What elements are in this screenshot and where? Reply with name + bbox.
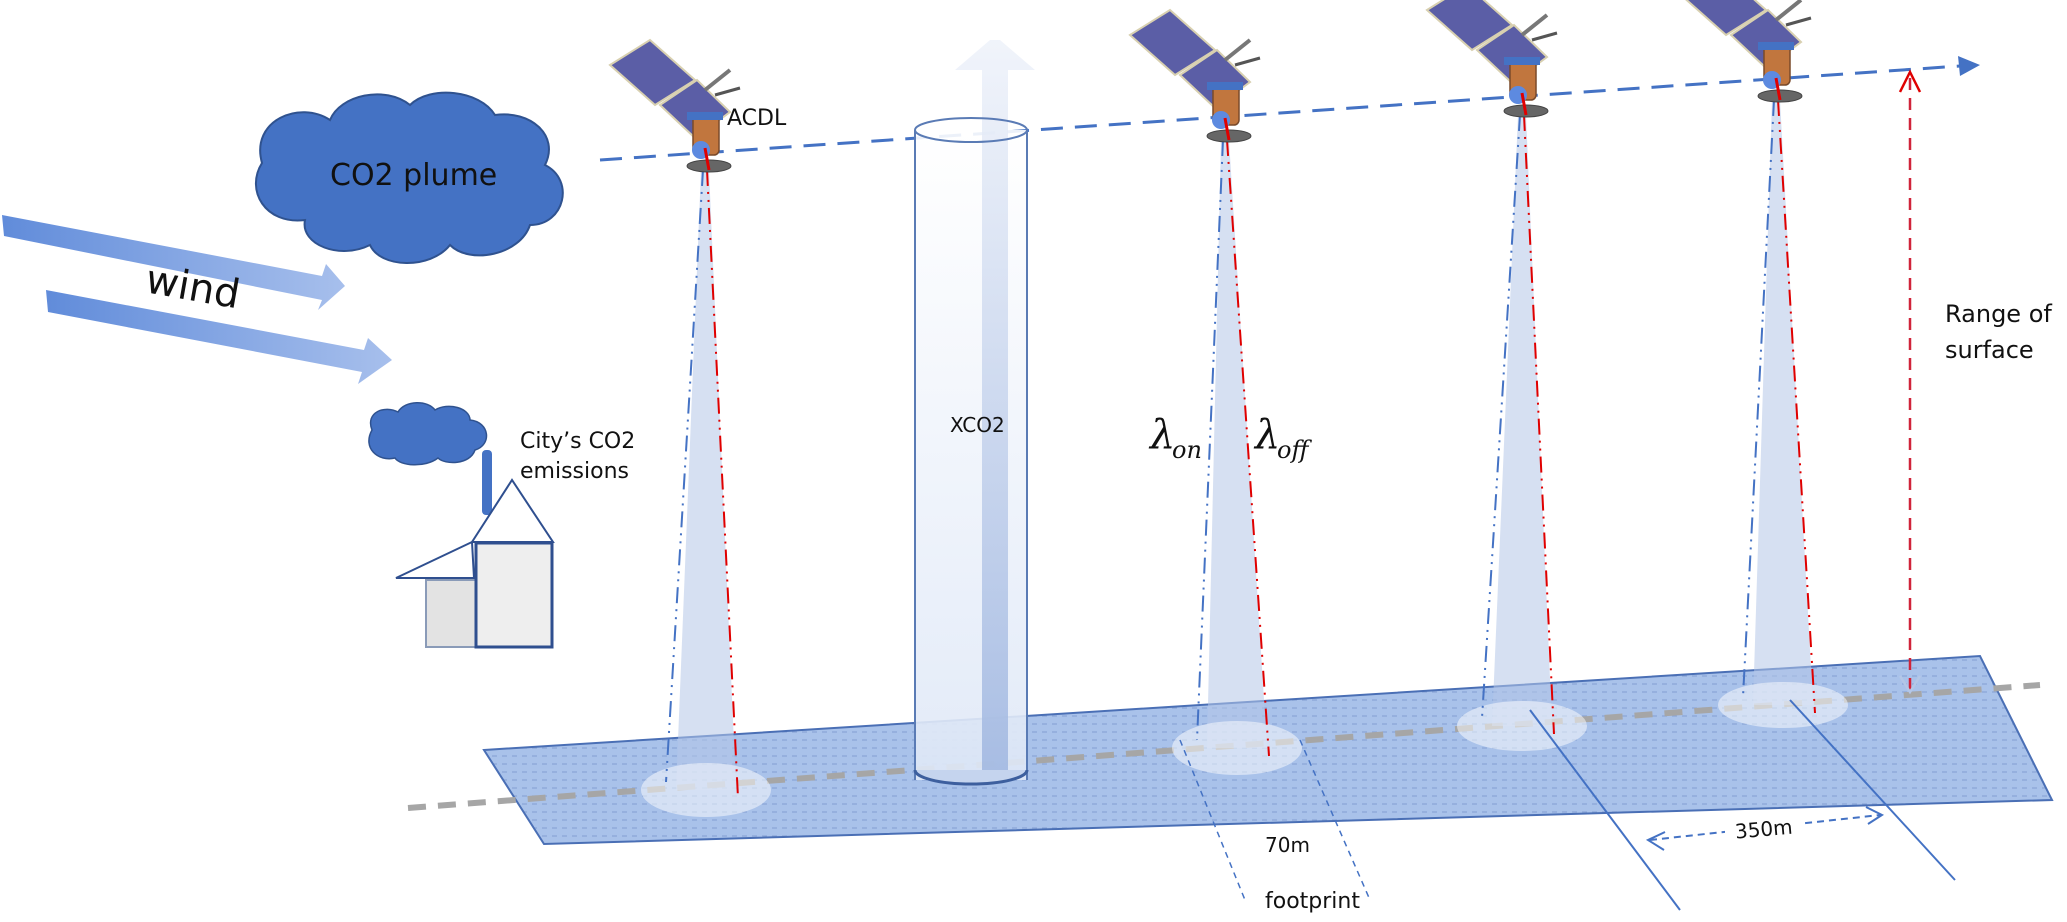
laser-beam-2 bbox=[1172, 139, 1302, 775]
column-arrow-icon bbox=[955, 40, 1035, 770]
footprint-ellipse bbox=[1172, 721, 1302, 775]
lambda-off-label: λ off bbox=[1253, 412, 1312, 464]
lambda-on-beam bbox=[665, 169, 704, 783]
lambda-on-beam bbox=[1196, 139, 1224, 741]
range-arrow-up-icon bbox=[1898, 69, 1922, 93]
city-label-line1: City’s CO2 bbox=[520, 429, 635, 454]
spacing-arrow-right-icon bbox=[1865, 806, 1885, 825]
footprint-ellipse bbox=[1718, 682, 1848, 728]
lambda-off-beam bbox=[1226, 139, 1270, 757]
xco2-label: XCO2 bbox=[950, 413, 1005, 437]
lambda-off-beam bbox=[706, 169, 739, 799]
footprint-ellipse bbox=[641, 763, 771, 817]
plume-label: CO2 plume bbox=[330, 158, 497, 193]
lambda-off-beam bbox=[1523, 114, 1555, 735]
lambda-off-symbol: λ bbox=[1253, 412, 1280, 458]
house-icon bbox=[395, 450, 555, 649]
lambda-on-subscript: on bbox=[1172, 436, 1202, 464]
city-cloud-icon bbox=[368, 402, 488, 466]
spacing-guide-left bbox=[1529, 709, 1681, 911]
orbit-line bbox=[599, 64, 1961, 162]
spacing-arrow-left-icon bbox=[1645, 831, 1666, 851]
laser-beam-4 bbox=[1718, 99, 1848, 728]
range-arrow-down-icon bbox=[1898, 675, 1922, 695]
footprint-guide-right bbox=[1299, 739, 1371, 901]
spacing-label-bg bbox=[1725, 812, 1805, 842]
plume-cloud-icon bbox=[255, 91, 564, 264]
xco2-column bbox=[913, 40, 1035, 786]
beam-cone bbox=[1753, 100, 1813, 705]
range-label-line2: surface bbox=[1945, 336, 2034, 364]
footprint-label: footprint bbox=[1265, 889, 1360, 914]
beam-cone bbox=[676, 170, 736, 790]
lambda-off-beam bbox=[1777, 99, 1816, 714]
spacing-arrow bbox=[1649, 814, 1881, 841]
range-label-line1: Range of bbox=[1945, 300, 2052, 328]
spacing-label: 350m bbox=[1734, 815, 1794, 844]
lambda-off-subscript: off bbox=[1277, 436, 1312, 464]
orbit-arrowhead-icon bbox=[1958, 56, 1980, 76]
laser-beam-3 bbox=[1457, 114, 1587, 751]
lambda-on-beam bbox=[1481, 114, 1521, 719]
city-label-line2: emissions bbox=[520, 459, 629, 484]
satellite-icon bbox=[1685, 0, 1812, 103]
wind-arrow-icon bbox=[2, 215, 392, 384]
satellite-icon bbox=[1128, 8, 1261, 143]
footprint-ellipse bbox=[1457, 701, 1587, 751]
beam-cone bbox=[1207, 140, 1267, 748]
satellite-icon bbox=[608, 38, 741, 173]
laser-beam-1 bbox=[641, 169, 771, 817]
lambda-on-beam bbox=[1742, 99, 1775, 698]
beam-cone bbox=[1492, 115, 1552, 726]
footprint-size-label: 70m bbox=[1265, 833, 1310, 857]
spacing-guide-right bbox=[1789, 699, 1956, 881]
footprint-guide-left bbox=[1179, 739, 1246, 901]
satellite-label: ACDL bbox=[727, 106, 787, 131]
lambda-on-symbol: λ bbox=[1148, 412, 1175, 458]
lambda-on-label: λ on bbox=[1148, 412, 1202, 464]
satellite-icon bbox=[1425, 0, 1558, 118]
